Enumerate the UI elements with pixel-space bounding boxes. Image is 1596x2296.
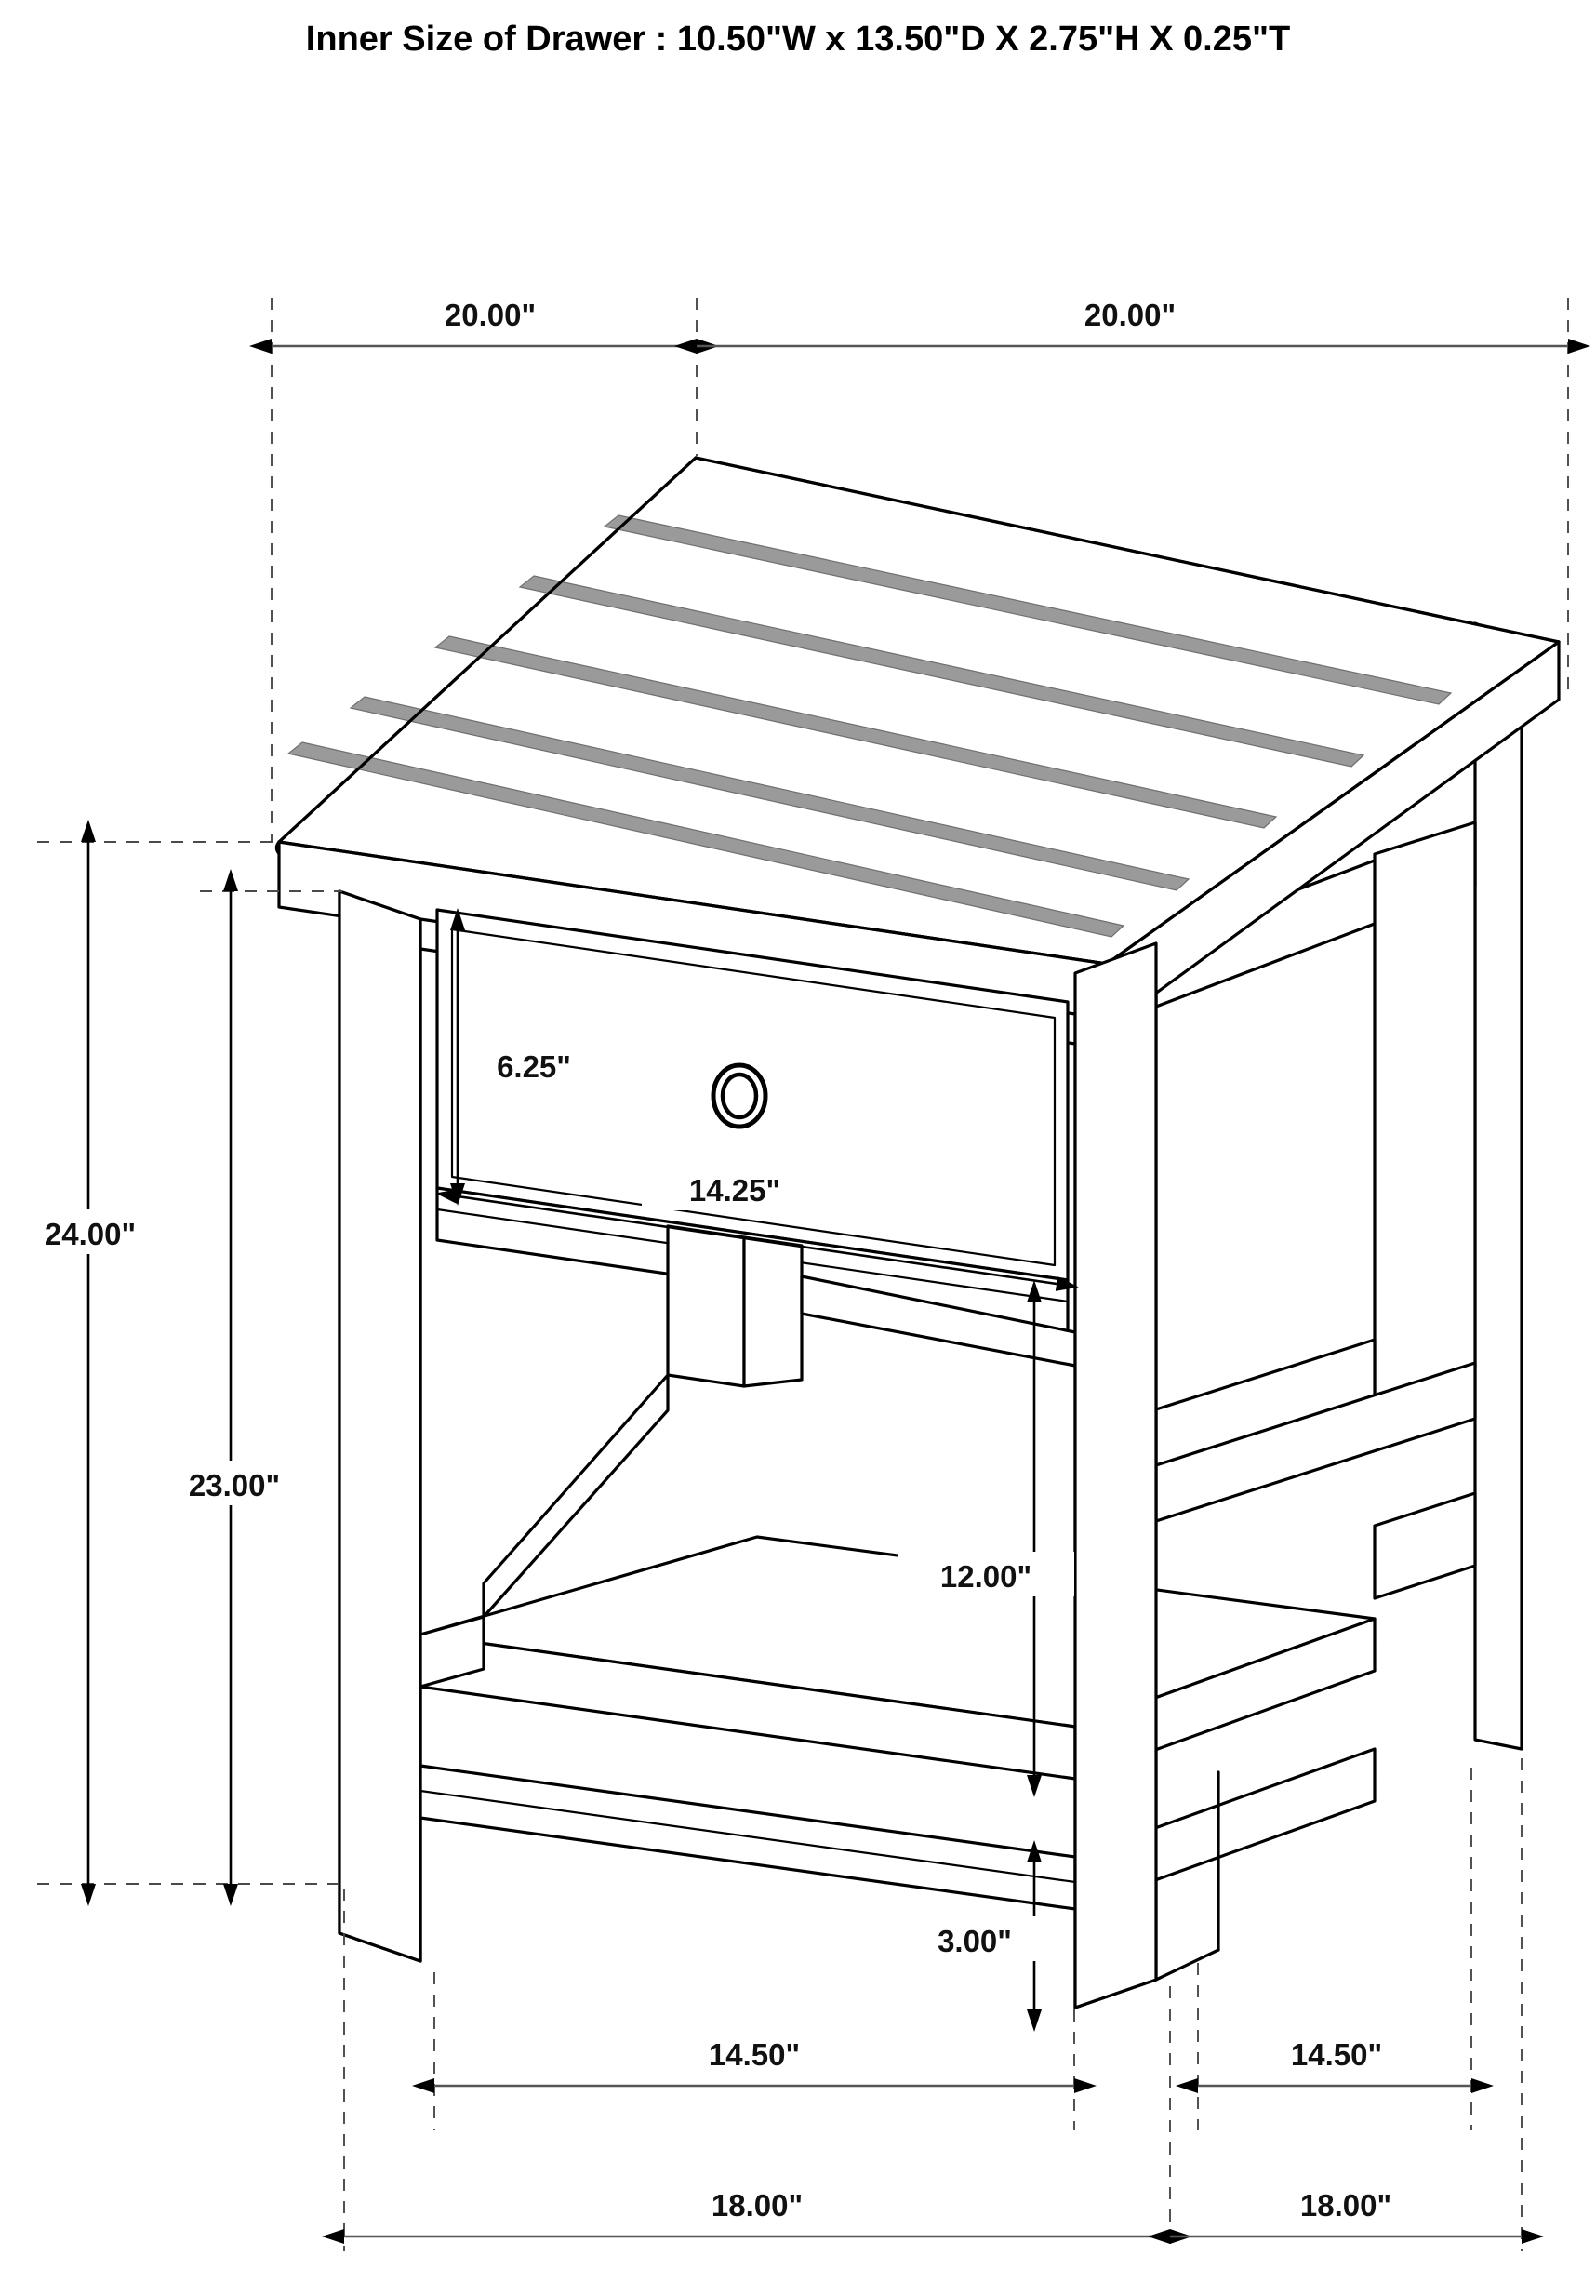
dimension-leg-height: 23.00" xyxy=(153,869,316,1906)
right-side-back-stile xyxy=(1373,821,1477,1397)
top-plank-grooves xyxy=(286,514,1453,938)
dimension-overall-height: 24.00" xyxy=(9,820,172,1906)
dimension-label-leg-height: 23.00" xyxy=(189,1468,280,1502)
dimension-overall-width: 18.00" xyxy=(322,2188,1192,2244)
dimension-label-overall-depth: 18.00" xyxy=(1300,2188,1391,2223)
dimension-overall-depth: 18.00" xyxy=(1148,2188,1544,2244)
dimension-inner-depth-side: 14.50" xyxy=(1176,2037,1494,2093)
dimension-top-left-width: 20.00" xyxy=(249,298,719,354)
end-table-illustration xyxy=(274,456,1561,2009)
dimension-label-drawer-height: 6.25" xyxy=(497,1049,571,1084)
dimension-inner-width-front: 14.50" xyxy=(412,2037,1097,2093)
bottom-extension-lines xyxy=(343,1758,1523,2251)
dimension-drawer-width: 14.25" xyxy=(435,1168,1079,1291)
dimension-label-inner-width-front: 14.50" xyxy=(709,2037,800,2072)
dimension-label-shelf-to-floor: 3.00" xyxy=(938,1924,1012,1958)
dimension-label-inner-depth-side: 14.50" xyxy=(1291,2037,1382,2072)
dimension-top-right-depth: 20.00" xyxy=(674,298,1590,354)
dimension-label-top-right-depth: 20.00" xyxy=(1084,298,1176,332)
top-extension-lines xyxy=(271,298,1569,842)
drawer-knob[interactable] xyxy=(711,1062,768,1129)
center-divider-block xyxy=(666,1224,746,1388)
front-right-leg-overlay xyxy=(1073,941,1158,2009)
dimension-label-drawer-width: 14.25" xyxy=(689,1173,780,1208)
dimension-shelf-to-floor: 3.00" xyxy=(907,1840,1042,2032)
dimension-label-shelf-clearance: 12.00" xyxy=(940,1559,1031,1594)
dimension-label-overall-height: 24.00" xyxy=(45,1217,136,1251)
page-title: Inner Size of Drawer : 10.50"W x 13.50"D… xyxy=(306,20,1290,59)
dimension-label-overall-width: 18.00" xyxy=(712,2188,803,2223)
rear-right-leg xyxy=(1473,621,1523,1751)
left-witness-lines xyxy=(37,841,344,1885)
right-side-bottom-rail xyxy=(1373,1491,1477,1600)
dimension-shelf-clearance: 12.00" xyxy=(898,1280,1074,1797)
dimension-drawer-height: 6.25" xyxy=(450,908,603,1206)
front-left-leg-overlay xyxy=(338,889,422,1963)
dimension-label-top-left-width: 20.00" xyxy=(445,298,536,332)
center-divider-block-side xyxy=(742,1235,804,1388)
